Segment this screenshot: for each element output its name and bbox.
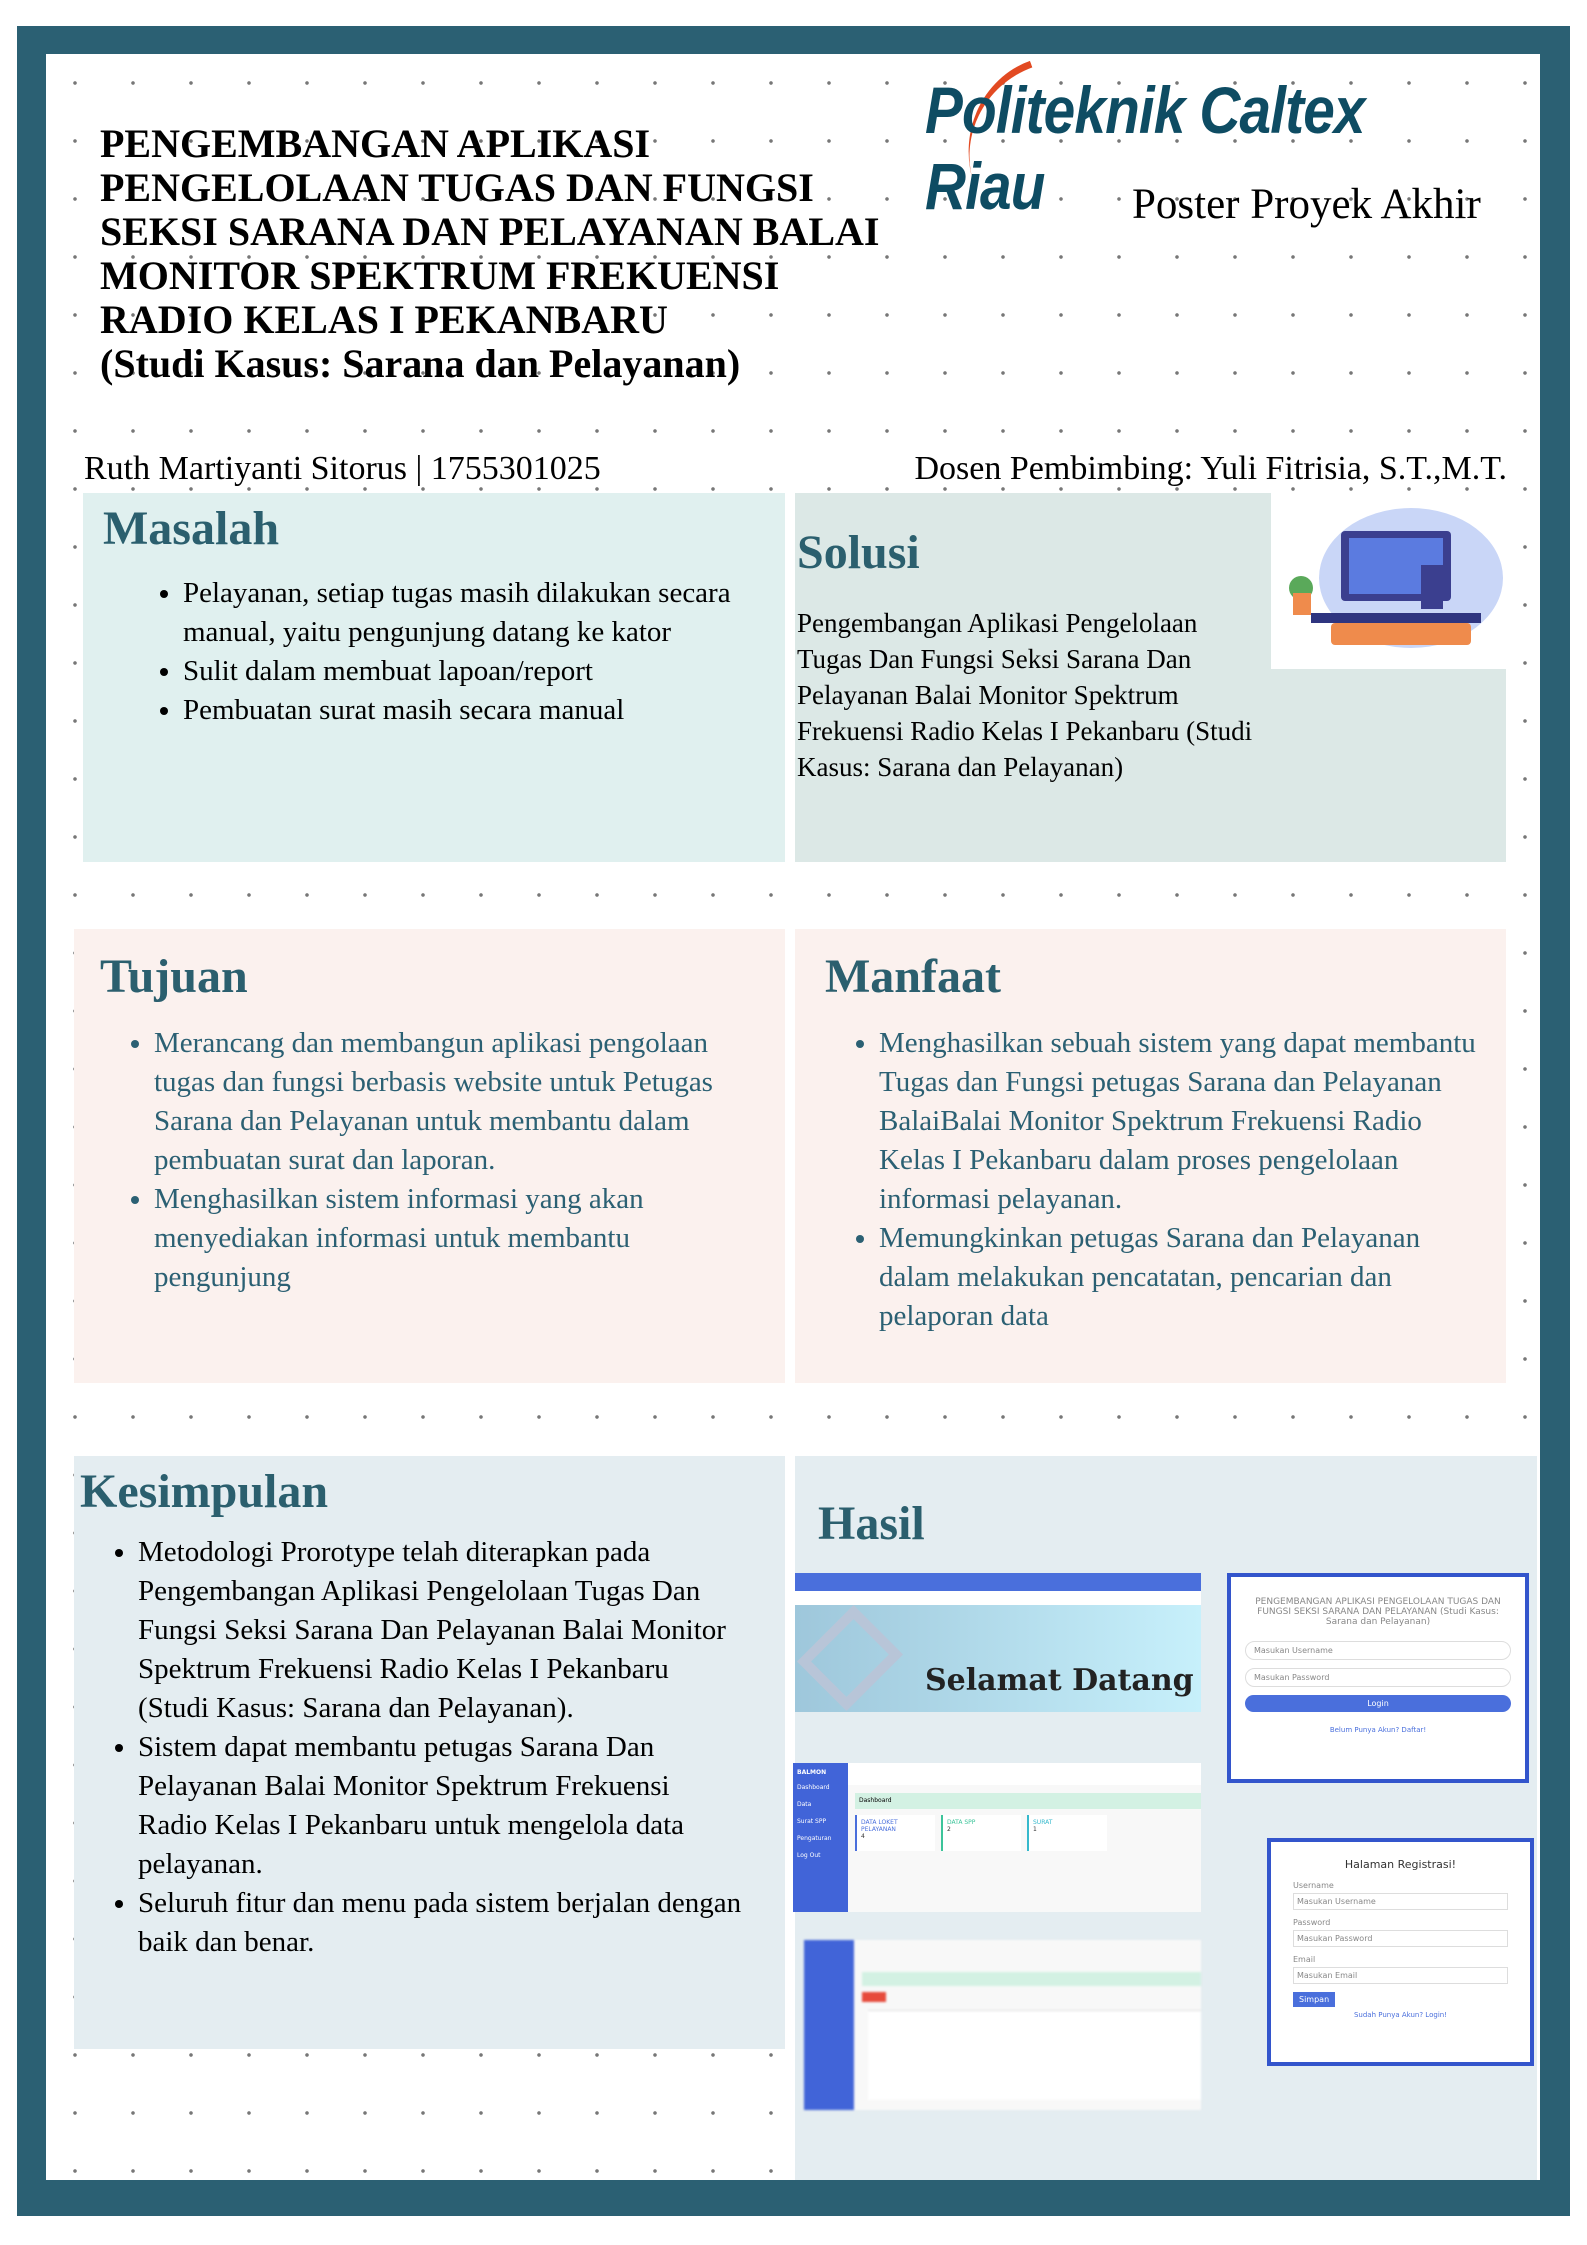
login-screenshot: PENGEMBANGAN APLIKASI PENGELOLAAN TUGAS …	[1227, 1573, 1529, 1783]
title-line: RADIO KELAS I PEKANBARU	[100, 297, 668, 342]
masalah-section: Masalah Pelayanan, setiap tugas masih di…	[83, 493, 785, 862]
list-item: Metodologi Prorotype telah diterapkan pa…	[138, 1533, 744, 1728]
login-password-input[interactable]: Masukan Password	[1245, 1668, 1511, 1687]
list-item: Sistem dapat membantu petugas Sarana Dan…	[138, 1728, 744, 1884]
section-heading: Hasil	[818, 1497, 925, 1550]
computer-illustration-icon	[1271, 493, 1506, 669]
save-button[interactable]: Simpan	[1293, 1992, 1336, 2007]
login-title: PENGEMBANGAN APLIKASI PENGELOLAAN TUGAS …	[1255, 1597, 1501, 1627]
menu-item[interactable]: Data	[797, 1801, 812, 1808]
data-table-screenshot	[804, 1940, 1201, 2110]
section-heading: Solusi	[797, 526, 920, 579]
username-input[interactable]: Masukan Username	[1293, 1893, 1508, 1910]
welcome-text: Selamat Datang	[925, 1663, 1194, 1698]
menu-item[interactable]: Pengaturan	[797, 1835, 832, 1842]
list-item: Seluruh fitur dan menu pada sistem berja…	[138, 1884, 744, 1962]
card-value: 2	[947, 1826, 951, 1833]
field-label: Email	[1293, 1955, 1316, 1964]
manfaat-section: Manfaat Menghasilkan sebuah sistem yang …	[795, 929, 1506, 1383]
solusi-section: Solusi Pengembangan Aplikasi Pengelolaan…	[795, 493, 1506, 862]
title-line: (Studi Kasus: Sarana dan Pelayanan)	[100, 341, 741, 386]
card-value: 4	[861, 1833, 865, 1840]
registration-title: Halaman Registrasi!	[1344, 1858, 1457, 1871]
register-link[interactable]: Belum Punya Akun? Daftar!	[1329, 1726, 1427, 1734]
title-line: SEKSI SARANA DAN PELAYANAN BALAI	[100, 209, 880, 254]
dashboard-screenshot: BALMON Dashboard Data Surat SPP Pengatur…	[793, 1763, 1201, 1912]
hasil-section: Hasil Selamat Datang PENGEMBANGAN APLIKA…	[793, 1456, 1537, 2180]
section-heading: Manfaat	[825, 950, 1001, 1003]
poster-subtitle: Poster Proyek Akhir	[1132, 181, 1481, 228]
poster-title: PENGEMBANGAN APLIKASI PENGELOLAAN TUGAS …	[100, 122, 879, 386]
login-button[interactable]: Login	[1245, 1695, 1511, 1712]
section-heading: Kesimpulan	[80, 1465, 329, 1518]
section-heading: Masalah	[103, 502, 280, 555]
section-heading: Tujuan	[100, 950, 248, 1003]
field-label: Password	[1293, 1918, 1331, 1927]
title-line: PENGEMBANGAN APLIKASI	[100, 121, 651, 166]
list-item: Merancang dan membangun aplikasi pengola…	[154, 1024, 759, 1180]
author: Ruth Martiyanti Sitorus | 1755301025	[84, 450, 601, 487]
list-item: Sulit dalam membuat lapoan/report	[183, 652, 765, 691]
supervisor: Dosen Pembimbing: Yuli Fitrisia, S.T.,M.…	[914, 450, 1508, 487]
list-item: Menghasilkan sistem informasi yang akan …	[154, 1180, 759, 1297]
menu-item[interactable]: Log Out	[797, 1852, 821, 1859]
login-username-input[interactable]: Masukan Username	[1245, 1641, 1511, 1660]
brand: BALMON	[797, 1769, 827, 1776]
list-item: Pembuatan surat masih secara manual	[183, 691, 765, 730]
welcome-screenshot: Selamat Datang	[795, 1573, 1201, 1712]
solusi-text: Pengembangan Aplikasi Pengelolaan Tugas …	[797, 608, 1253, 782]
tujuan-section: Tujuan Merancang dan membangun aplikasi …	[74, 929, 785, 1383]
list-item: Menghasilkan sebuah sistem yang dapat me…	[879, 1024, 1476, 1219]
breadcrumb: Dashboard	[855, 1793, 1201, 1809]
title-line: MONITOR SPEKTRUM FREKUENSI	[100, 253, 780, 298]
list-item: Memungkinkan petugas Sarana dan Pelayana…	[879, 1219, 1476, 1336]
menu-item[interactable]: Dashboard	[797, 1784, 830, 1791]
email-input[interactable]: Masukan Email	[1293, 1967, 1508, 1984]
institution-logo: Politeknik Caltex Riau	[925, 73, 1365, 223]
title-line: PENGELOLAAN TUGAS DAN FUNGSI	[100, 165, 814, 210]
card-label: DATA SPP	[947, 1819, 976, 1826]
menu-item[interactable]: Surat SPP	[797, 1818, 827, 1825]
registration-screenshot: Halaman Registrasi! Username Masukan Use…	[1267, 1838, 1534, 2066]
card-label: SURAT	[1033, 1819, 1053, 1826]
card-label: DATA LOKET PELAYANAN	[861, 1819, 898, 1833]
kesimpulan-section: Kesimpulan Metodologi Prorotype telah di…	[74, 1456, 785, 2049]
field-label: Username	[1293, 1881, 1334, 1890]
password-input[interactable]: Masukan Password	[1293, 1930, 1508, 1947]
card-value: 1	[1033, 1826, 1037, 1833]
login-link[interactable]: Sudah Punya Akun? Login!	[1353, 2011, 1448, 2019]
list-item: Pelayanan, setiap tugas masih dilakukan …	[183, 574, 765, 652]
